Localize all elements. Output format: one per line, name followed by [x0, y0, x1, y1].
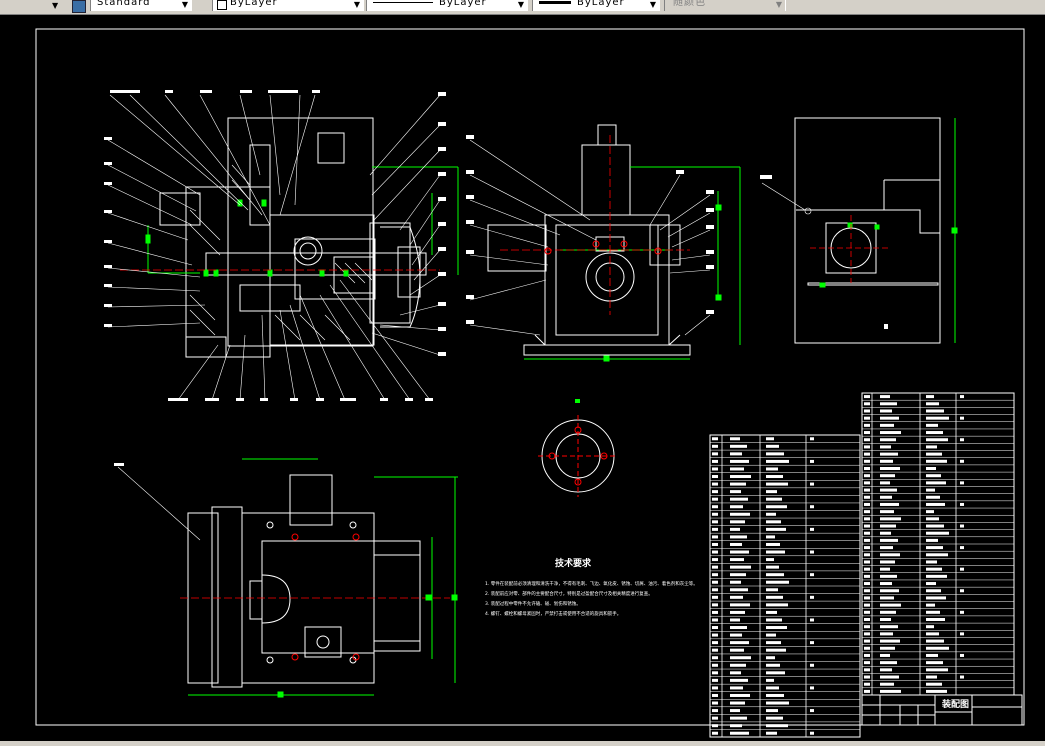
plot-style-value: 随颜色: [673, 0, 706, 8]
lineweight-select[interactable]: ByLayer ▼: [532, 0, 660, 11]
side-leaders: [760, 175, 888, 329]
side-view: [794, 117, 941, 344]
flange-label: [575, 399, 580, 403]
lineweight-value: ByLayer: [577, 0, 625, 8]
plot-style-select[interactable]: 随颜色 ▼: [664, 0, 786, 11]
chevron-down-icon: ▼: [775, 0, 782, 9]
tech-note-2: 2. 装配前应对零、部件的主要配合尺寸，特别是过盈配合尺寸及相关精度进行复查。: [485, 590, 653, 597]
color-swatch-icon: [217, 0, 227, 10]
tech-note-3: 3. 装配过程中零件不允许磕、碰、划伤和锈蚀。: [485, 600, 581, 607]
text-style-select[interactable]: Standard ▼: [90, 0, 192, 11]
front-part-numbers: [466, 135, 714, 324]
chevron-down-icon: ▼: [649, 0, 656, 9]
dropdown-arrow-icon[interactable]: ▼: [52, 1, 59, 10]
top-view-part-number: [114, 463, 124, 466]
section-part-numbers: [104, 90, 446, 401]
linetype-select[interactable]: ByLayer ▼: [366, 0, 528, 11]
chevron-down-icon: ▼: [181, 0, 188, 9]
top-view-leader: [117, 466, 201, 541]
drawing-frame: [35, 28, 1025, 726]
status-bar: [0, 741, 1045, 746]
front-leaders: [469, 139, 711, 336]
side-view-dims: [819, 118, 958, 343]
front-view-bolts: [544, 240, 662, 255]
tech-note-1: 1. 零件在装配前必须清理和清洗干净，不得有毛刺、飞边、氧化皮、锈蚀、切屑、油污…: [485, 580, 698, 587]
top-view: [187, 474, 421, 688]
parts-list-table: [709, 392, 1015, 738]
section-view-dims: [145, 166, 459, 277]
tech-note-4: 4. 螺钉、螺栓和螺母紧固时，严禁打击或使用不合适的旋具和扳手。: [485, 610, 621, 617]
lineweight-preview-icon: [539, 1, 571, 4]
title-block: [861, 694, 1023, 726]
top-view-dims: [188, 458, 458, 698]
section-view-hatching: [189, 164, 373, 341]
cad-drawing: 技术要求 1. 零件在装配前必须清理和清洗干净，不得有毛刺、飞边、氧化皮、锈蚀、…: [35, 28, 1025, 738]
chevron-down-icon: ▼: [517, 0, 524, 9]
layer-color-select[interactable]: ByLayer ▼: [212, 0, 364, 11]
top-view-red-marks: [291, 533, 360, 661]
layer-color-value: ByLayer: [230, 0, 278, 8]
section-view: [159, 117, 427, 358]
tech-title: 技术要求: [555, 557, 592, 569]
drawing-canvas[interactable]: 技术要求 1. 零件在装配前必须清理和清洗干净，不得有毛刺、飞边、氧化皮、锈蚀、…: [0, 15, 1045, 741]
text-style-value: Standard: [97, 0, 151, 8]
linetype-preview-icon: [373, 2, 433, 3]
section-leaders: [107, 94, 441, 401]
text-style-icon[interactable]: [72, 0, 86, 13]
properties-toolbar: ▼ Standard ▼ ByLayer ▼ ByLayer ▼ ByLayer…: [0, 0, 1045, 15]
front-view: [487, 124, 691, 356]
technical-notes: 技术要求 1. 零件在装配前必须清理和清洗干净，不得有毛刺、飞边、氧化皮、锈蚀、…: [485, 557, 698, 617]
linetype-value: ByLayer: [439, 0, 487, 8]
title-block-label: 装配图: [941, 698, 969, 710]
top-view-holes: [266, 521, 357, 664]
flange-bolts: [538, 415, 618, 497]
chevron-down-icon: ▼: [353, 0, 360, 9]
